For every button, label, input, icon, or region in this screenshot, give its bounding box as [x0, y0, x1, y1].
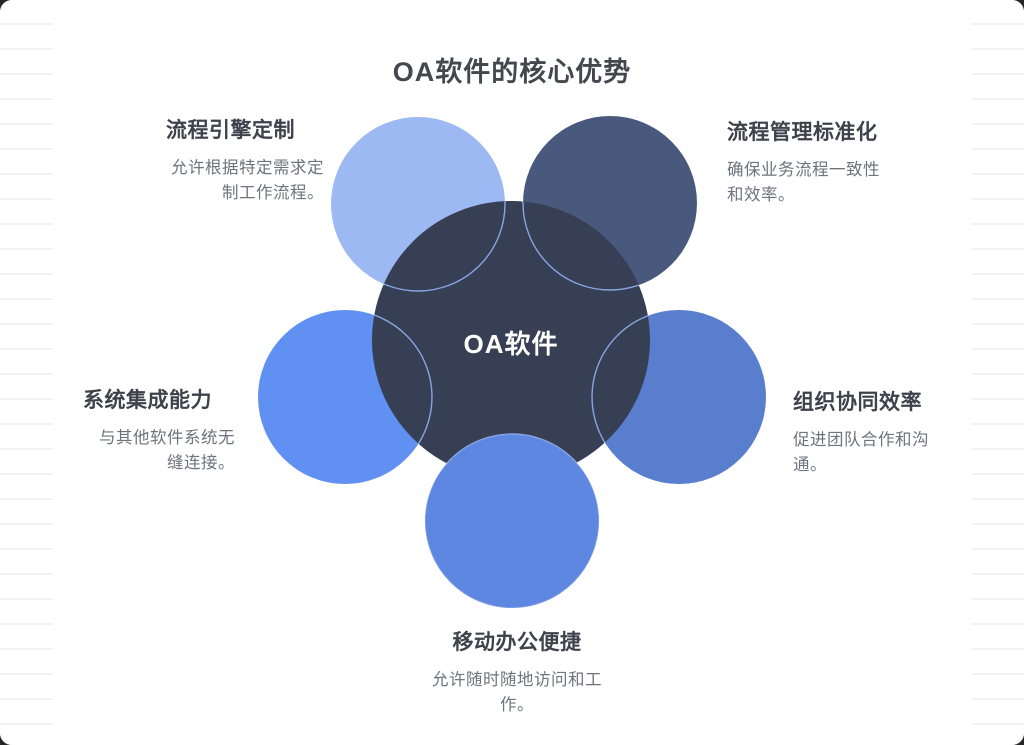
label-org-collaboration: 组织协同效率 促进团队合作和沟通。	[793, 390, 933, 478]
label-heading: 移动办公便捷	[452, 631, 582, 654]
petal-circle-bottom	[425, 434, 599, 608]
label-heading: 组织协同效率	[793, 391, 922, 414]
arc-top-right	[522, 201, 650, 291]
label-system-integration: 系统集成能力 与其他软件系统无缝连接。	[83, 388, 235, 476]
label-body: 促进团队合作和沟通。	[793, 431, 929, 475]
label-heading: 流程管理标准化	[727, 121, 878, 144]
label-process-standardization: 流程管理标准化 确保业务流程一致性和效率。	[727, 120, 893, 208]
label-workflow-engine: 流程引擎定制 允许根据特定需求定制工作流程。	[166, 118, 324, 206]
center-circle	[372, 201, 650, 479]
arc-top-left	[372, 201, 506, 292]
label-body: 允许随时随地访问和工作。	[432, 671, 602, 715]
label-heading: 流程引擎定制	[166, 119, 295, 142]
petal-outline-arcs	[372, 201, 650, 608]
page-title: OA软件的核心优势	[392, 57, 632, 87]
label-body: 确保业务流程一致性和效率。	[727, 161, 880, 205]
arc-right	[591, 309, 650, 485]
arc-left	[372, 309, 433, 485]
label-mobile-office: 移动办公便捷 允许随时随地访问和工作。	[432, 630, 602, 718]
center-circle-label: OA软件	[463, 329, 559, 359]
label-body: 与其他软件系统无缝连接。	[99, 429, 235, 473]
label-body: 允许根据特定需求定制工作流程。	[171, 159, 324, 203]
arc-bottom	[424, 433, 600, 608]
label-heading: 系统集成能力	[83, 389, 212, 412]
